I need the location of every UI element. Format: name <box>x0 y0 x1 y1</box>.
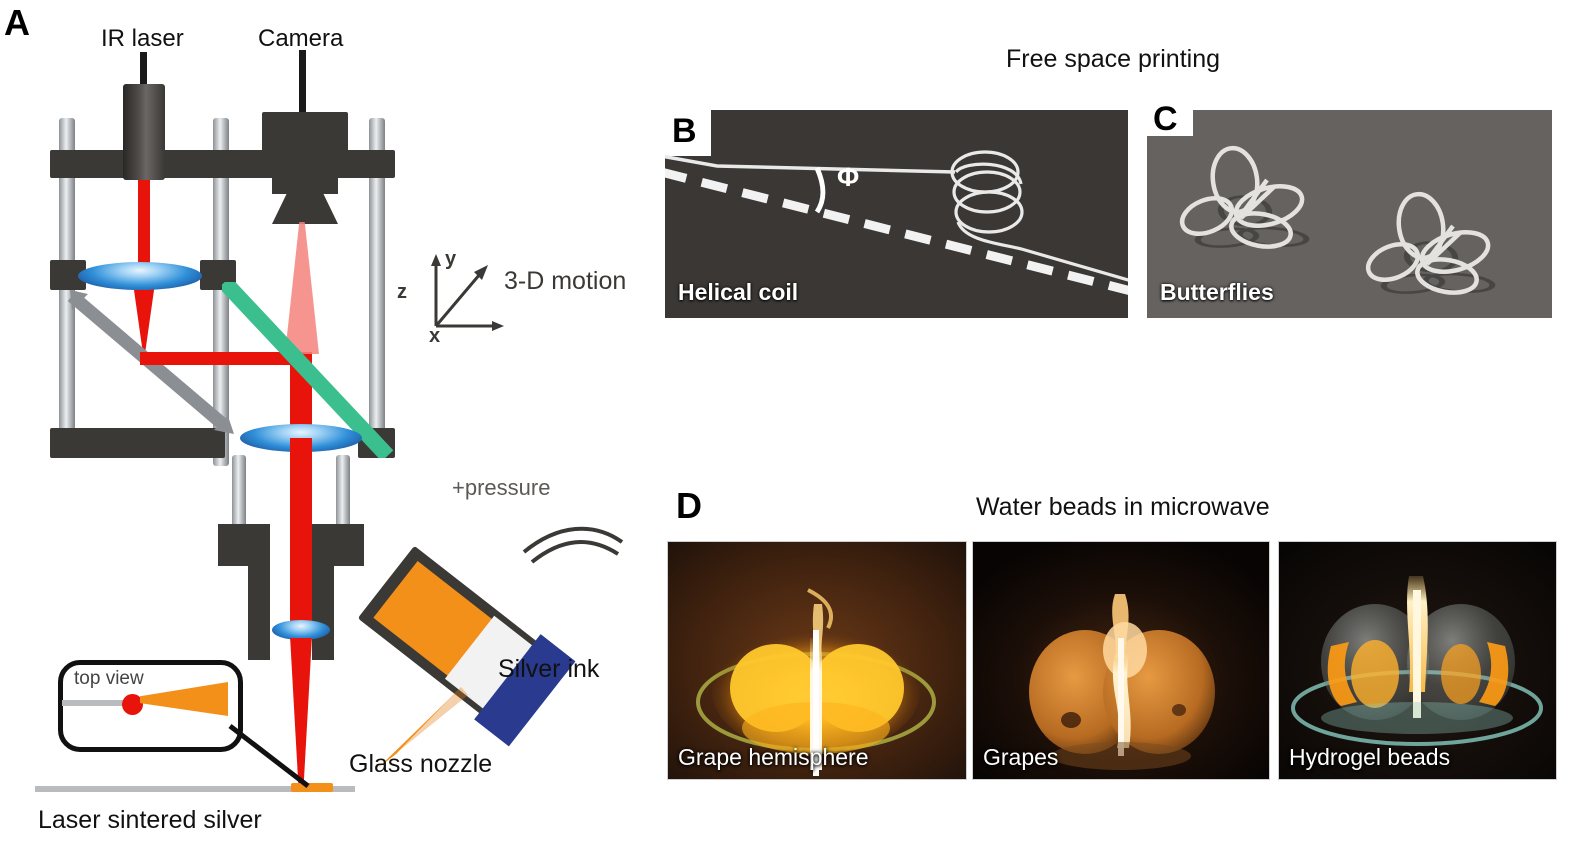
label-glass-nozzle: Glass nozzle <box>349 750 493 778</box>
image-grape-hemisphere: Grape hemisphere <box>667 541 967 780</box>
lens-collimator <box>78 262 202 290</box>
angle-symbol-phi: Φ <box>837 162 860 192</box>
inset-leader-line <box>228 724 328 790</box>
laser-beam-horizontal <box>140 352 312 365</box>
title-water-beads-in-microwave: Water beads in microwave <box>976 493 1270 521</box>
caption-grapes: Grapes <box>983 744 1059 770</box>
caption-helical-coil: Helical coil <box>678 279 799 305</box>
substrate-line <box>35 786 355 792</box>
title-free-space-printing: Free space printing <box>1006 45 1221 73</box>
ir-laser-cable <box>140 52 147 84</box>
axis-label-x: x <box>429 325 441 347</box>
label-silver-ink: Silver ink <box>498 655 600 683</box>
image-hydrogel-beads: Hydrogel beads <box>1278 541 1557 780</box>
barrel-rail-right <box>336 455 350 530</box>
label-camera: Camera <box>258 25 344 52</box>
lens-focusing-objective <box>272 620 330 640</box>
panel-b-helical-coil: Φ Helical coil <box>665 110 1128 318</box>
panel-letter-c: C <box>1153 100 1178 138</box>
label-3d-motion: 3-D motion <box>504 267 627 295</box>
camera-lens-cone <box>272 194 338 224</box>
panel-c-butterflies: Butterflies <box>1147 110 1552 318</box>
label-laser-sintered-silver: Laser sintered silver <box>38 806 262 834</box>
laser-beam-barrel <box>290 438 312 623</box>
label-ir-laser: IR laser <box>101 25 184 52</box>
crossbar-lower-left <box>50 428 225 458</box>
barrel-rail-left <box>232 455 246 530</box>
axes-3d-motion <box>414 248 506 338</box>
camera-mount <box>272 172 338 194</box>
beam-splitter-green <box>218 276 394 462</box>
axis-label-y: y <box>445 248 457 270</box>
rail-post-right <box>369 118 385 458</box>
caption-butterflies: Butterflies <box>1160 279 1274 305</box>
laser-beam-upper <box>138 180 150 276</box>
top-view-substrate-line <box>62 700 142 706</box>
panel-letter-d: D <box>676 485 702 526</box>
caption-hydrogel-beads: Hydrogel beads <box>1289 744 1451 770</box>
caption-grape-hemisphere: Grape hemisphere <box>678 744 869 770</box>
panel-letter-a: A <box>4 2 30 43</box>
silver-ink-syringe <box>318 496 638 796</box>
axis-label-z: z <box>397 281 407 303</box>
top-view-laser-spot <box>122 694 143 715</box>
barrel-wall-left <box>248 524 270 660</box>
ir-laser-head <box>123 84 165 180</box>
sintered-silver-deposit <box>291 783 333 792</box>
panel-letter-b: B <box>672 112 697 150</box>
image-grapes: Grapes <box>972 541 1270 780</box>
camera-body <box>262 112 348 172</box>
camera-cable <box>299 50 306 112</box>
label-pressure: +pressure <box>452 475 551 500</box>
panel-a-schematic: A IR laser Camera <box>0 0 660 844</box>
label-top-view: top view <box>74 668 144 689</box>
